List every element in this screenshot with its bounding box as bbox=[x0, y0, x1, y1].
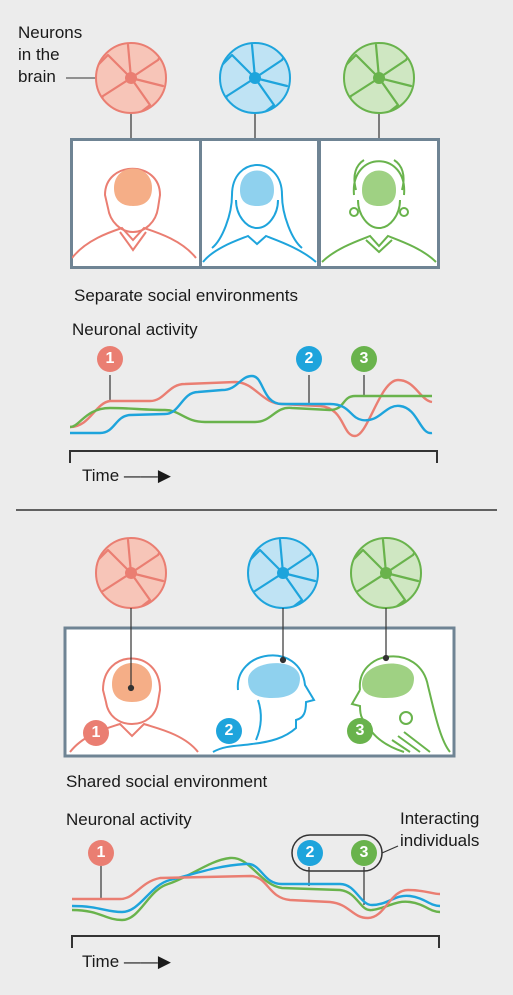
top-series-3-line bbox=[69, 394, 432, 429]
interacting-individuals-label: Interacting individuals bbox=[400, 809, 480, 850]
neurons-in-the-brain-label: Neurons in the brain bbox=[18, 23, 83, 86]
top-series-2-line bbox=[70, 374, 433, 435]
person-badge-3: 3 bbox=[347, 718, 373, 744]
person-badge-1: 1 bbox=[83, 720, 109, 746]
bottom-time-label: Time ——▶ bbox=[82, 952, 171, 971]
top-time-label: Time ——▶ bbox=[82, 466, 171, 485]
separate-environments-label: Separate social environments bbox=[74, 286, 298, 305]
neuron-circle-red bbox=[95, 42, 167, 114]
top-series-1-line bbox=[69, 378, 433, 438]
bottom-badge-1: 1 bbox=[88, 840, 114, 866]
top-activity-label: Neuronal activity bbox=[72, 320, 198, 339]
bottom-connectors bbox=[127, 608, 390, 692]
neuron-circle-blue-bottom bbox=[247, 537, 319, 609]
bottom-series-3-line bbox=[71, 856, 441, 922]
bottom-activity-graph bbox=[71, 834, 441, 948]
neuron-circle-green bbox=[343, 42, 415, 114]
top-time-axis bbox=[69, 450, 438, 463]
neuron-circle-green-bottom bbox=[350, 537, 422, 609]
separate-frame-red bbox=[70, 138, 202, 269]
bottom-badge-3: 3 bbox=[351, 840, 377, 866]
neuron-circle-blue bbox=[219, 42, 291, 114]
bottom-series-2-line bbox=[71, 862, 441, 914]
shared-frame bbox=[63, 626, 456, 758]
top-badge-3: 3 bbox=[351, 346, 377, 372]
bottom-activity-label: Neuronal activity bbox=[66, 810, 192, 829]
top-badge-2: 2 bbox=[296, 346, 322, 372]
top-activity-graph bbox=[69, 374, 438, 463]
neuron-circle-red-bottom bbox=[95, 537, 167, 609]
bottom-badge-2: 2 bbox=[297, 840, 323, 866]
separate-frame-blue bbox=[199, 138, 320, 269]
bottom-time-axis bbox=[71, 935, 440, 948]
person-badge-2: 2 bbox=[216, 718, 242, 744]
shared-environment-label: Shared social environment bbox=[66, 772, 268, 791]
top-badge-1: 1 bbox=[97, 346, 123, 372]
bottom-series-1-line bbox=[72, 874, 441, 920]
separate-frame-green bbox=[318, 138, 440, 269]
